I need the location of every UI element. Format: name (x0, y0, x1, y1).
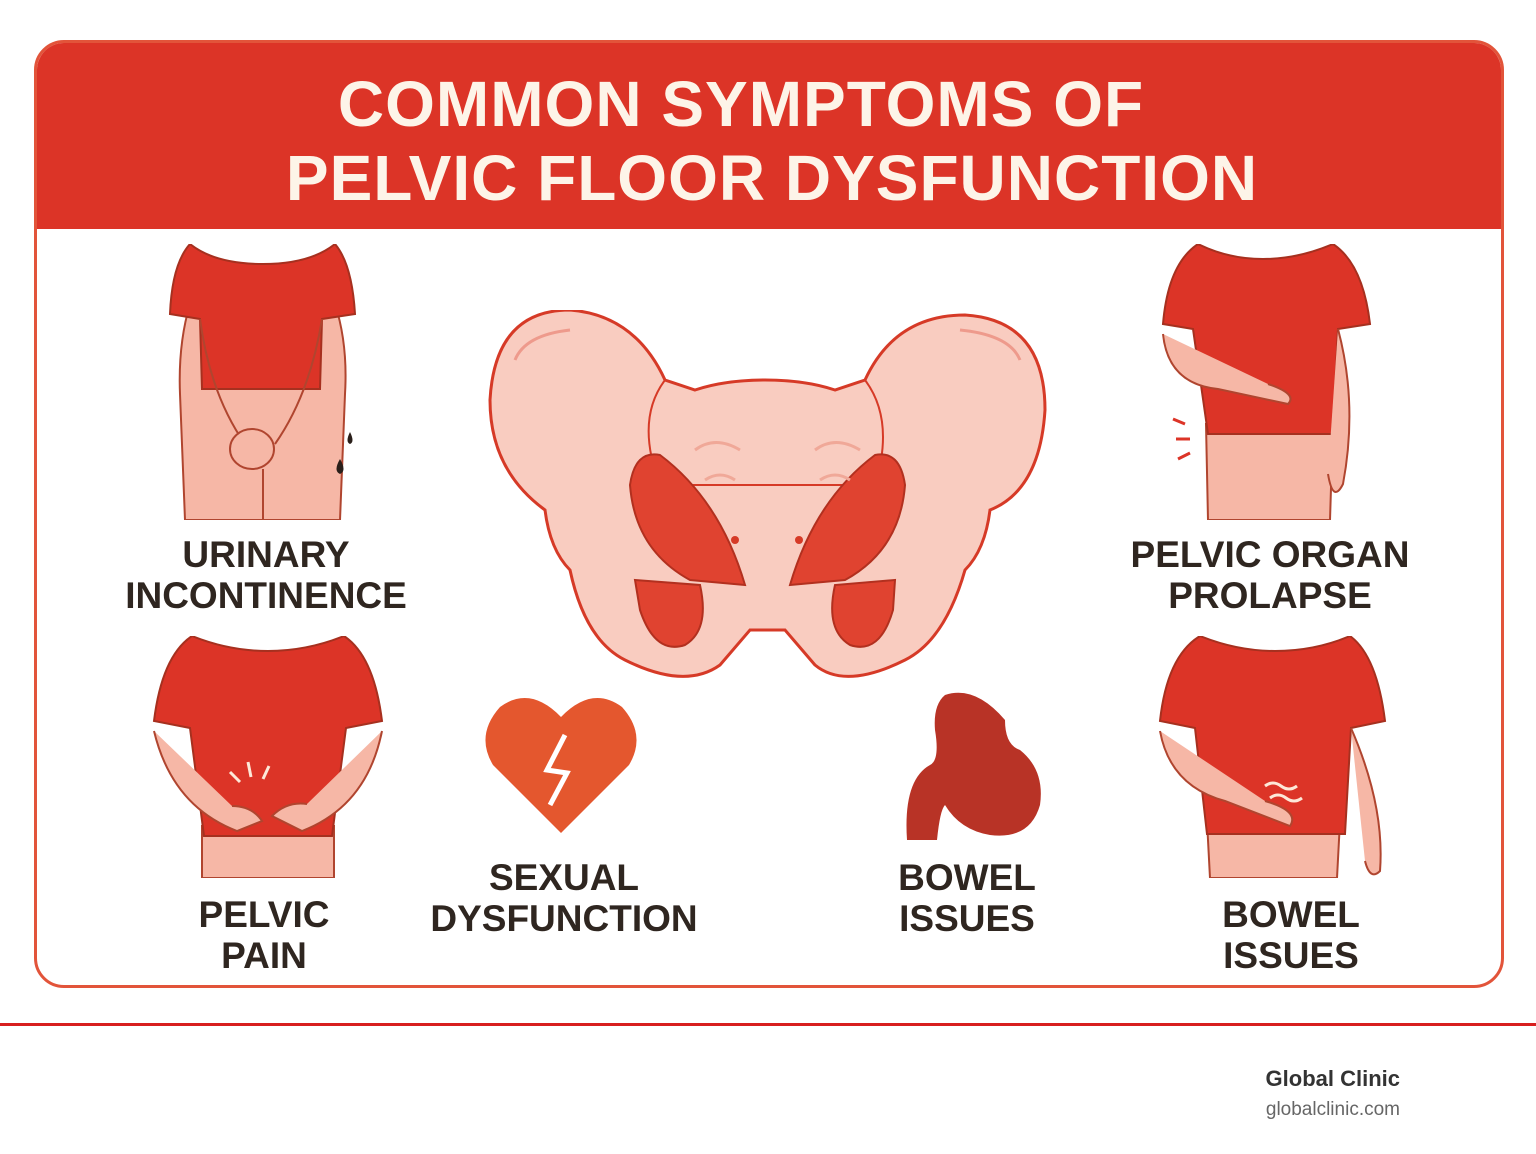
label-line: PROLAPSE (1168, 575, 1372, 616)
figure-holding-abdomen-icon (1161, 244, 1372, 520)
pelvis-illustration (488, 310, 1047, 678)
label-line: BOWEL (1222, 894, 1360, 935)
footer-brand: Global Clinic (1265, 1066, 1400, 1091)
label-line: SEXUAL (488, 857, 640, 898)
symptom-label-bowel-issues-2: BOWEL ISSUES (1111, 894, 1471, 976)
header-banner: COMMON SYMPTOMS OF PELVIC FLOOR DYSFUNCT… (37, 43, 1501, 229)
label-line: PELVIC (198, 894, 330, 935)
footer-url: globalclinic.com (1265, 1099, 1400, 1120)
label-line: PELVIC ORGAN (1130, 534, 1410, 575)
label-line: INCONTINENCE (125, 575, 407, 616)
symptom-label-pelvic-organ-prolapse: PELVIC ORGAN PROLAPSE (1090, 534, 1450, 616)
symptom-label-pelvic-pain: PELVIC PAIN (84, 894, 444, 976)
figure-holding-groin-drops-icon (168, 244, 357, 520)
title-line-2: PELVIC FLOOR DYSFUNCTION (285, 142, 1259, 214)
broken-heart-icon (485, 698, 637, 833)
label-line: ISSUES (899, 898, 1035, 939)
label-line: ISSUES (1223, 935, 1359, 976)
figure-pelvic-pain-icon (152, 636, 384, 878)
label-line: PAIN (221, 935, 307, 976)
footer-divider (0, 1023, 1536, 1026)
symptom-label-sexual-dysfunction: SEXUAL DYSFUNCTION (384, 857, 744, 939)
title-line-1: COMMON SYMPTOMS OF (337, 68, 1145, 140)
label-line: BOWEL (898, 857, 1036, 898)
figure-stomach-discomfort-icon (1158, 636, 1387, 878)
symptom-label-urinary-incontinence: URINARY INCONTINENCE (86, 534, 446, 616)
symptom-label-bowel-issues: BOWEL ISSUES (787, 857, 1147, 939)
label-line: DYSFUNCTION (430, 898, 698, 939)
bowel-icon (906, 692, 1041, 840)
label-line: URINARY (182, 534, 350, 575)
